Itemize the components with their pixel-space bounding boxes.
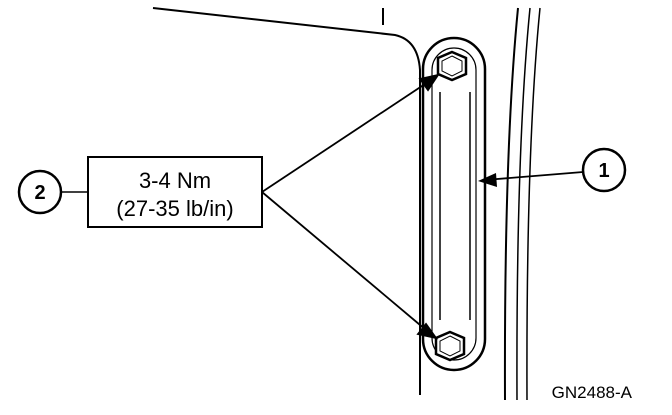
panel-outline (152, 7, 421, 395)
lower-bolt-icon (434, 330, 466, 362)
torque-spec-callout: 3-4 Nm (27-35 lb/in) (87, 156, 263, 228)
mounting-bracket (421, 36, 487, 372)
upper-bolt-icon (436, 50, 468, 82)
torque-leaders (261, 73, 440, 340)
arrowhead-lower (416, 322, 439, 340)
callout-2-number: 2 (34, 182, 45, 204)
callout-2: 2 (17, 169, 88, 215)
arrowhead-upper (418, 73, 440, 92)
callout-1-number: 1 (598, 160, 609, 182)
callout-1: 1 (478, 147, 627, 193)
torque-spec-line2: (27-35 lb/in) (116, 196, 233, 221)
arrowhead-bracket (478, 173, 497, 187)
figure-id: GN2488-A (552, 383, 633, 402)
torque-spec-line1: 3-4 Nm (139, 168, 211, 193)
